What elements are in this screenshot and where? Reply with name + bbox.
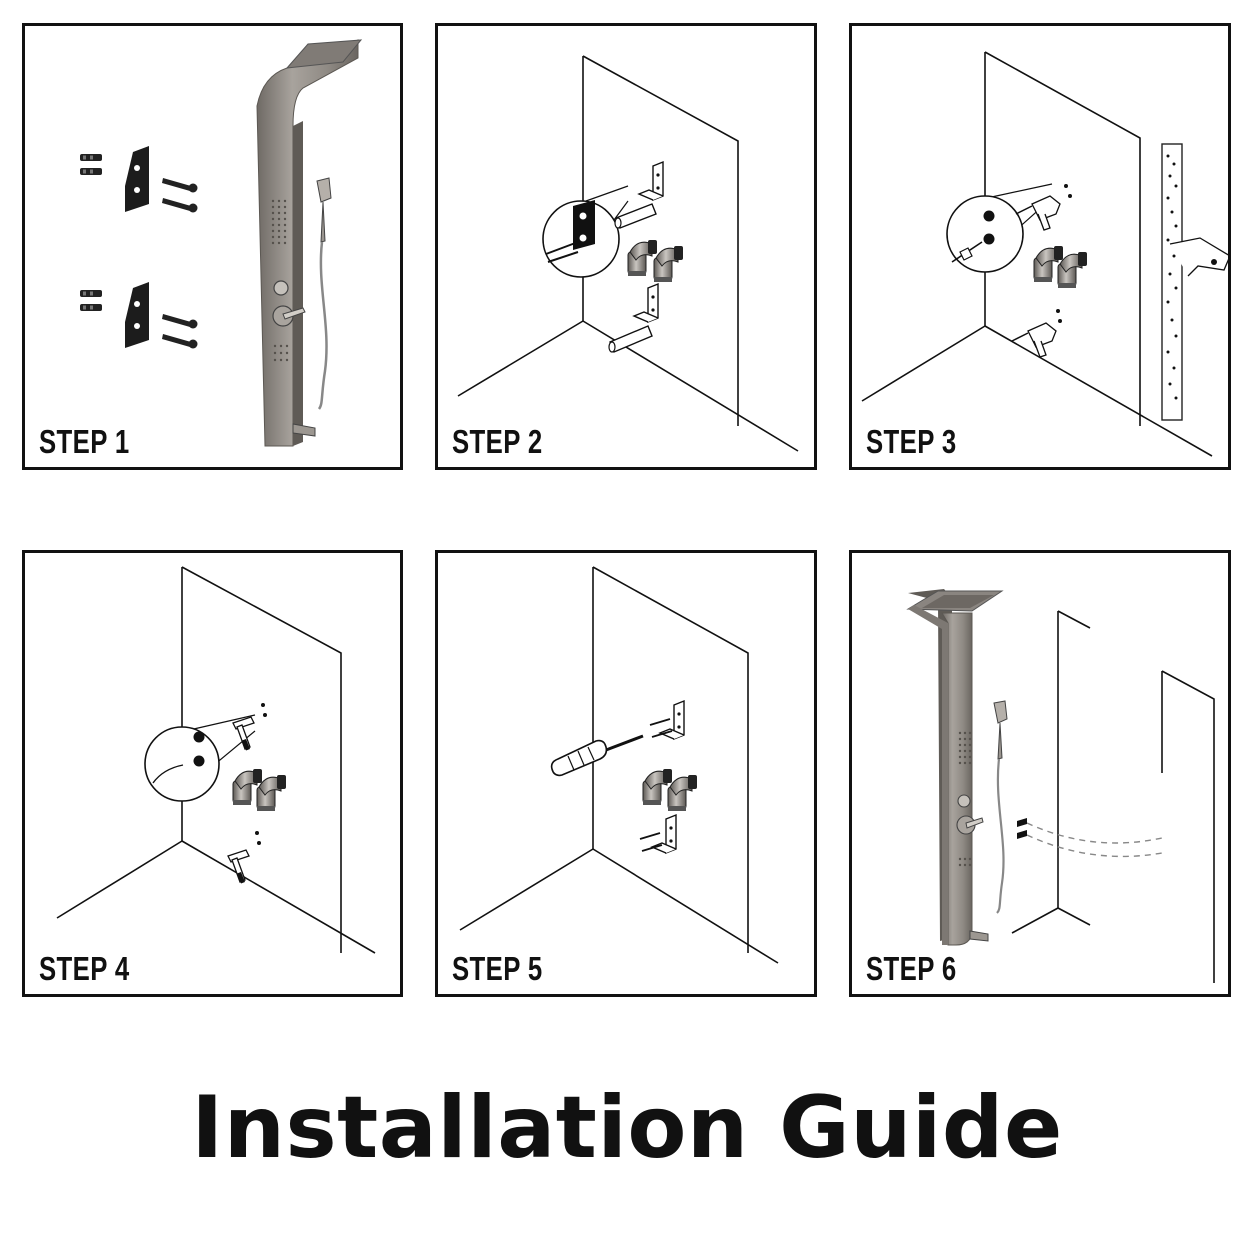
magnifier-detail [144, 714, 256, 802]
elbow-fitting-icon [653, 245, 684, 283]
anchor-bolts-icon [80, 154, 102, 175]
wall-bracket-icon [633, 283, 659, 323]
wall-bracket-icon [638, 161, 664, 201]
elbow-fitting-icon [667, 774, 698, 812]
step-5-panel: STEP 5 [435, 550, 817, 997]
step-4-panel: STEP 4 [22, 550, 403, 997]
mounting-plate-icon [125, 282, 149, 348]
shower-panel-icon [907, 589, 1008, 946]
step-2-illustration [457, 55, 799, 452]
screwdriver-icon [550, 734, 644, 777]
step-6-panel: STEP 6 [849, 550, 1231, 997]
screws-icon [162, 314, 198, 349]
anchor-pipe-icon [614, 203, 657, 229]
step-4-illustration [56, 566, 376, 954]
wall-outline [56, 566, 376, 954]
shower-panel-icon [256, 39, 363, 447]
wall-outline [459, 566, 779, 964]
anchor-bolts-icon [80, 290, 102, 311]
step-3-label: STEP 3 [866, 423, 957, 460]
step-1-illustration [80, 39, 363, 447]
water-inlet-lines [1026, 822, 1163, 858]
magnifier-detail [542, 185, 629, 278]
step-2-panel: STEP 2 [435, 23, 817, 470]
wall-outline [1011, 610, 1215, 983]
screws-icon [639, 832, 663, 852]
step-1-panel: STEP 1 [22, 23, 403, 470]
screws-icon [649, 718, 673, 738]
step-5-label: STEP 5 [452, 950, 543, 987]
drill-holes [255, 703, 267, 845]
wall-outline [861, 51, 1213, 457]
anchor-pipe-icon [608, 325, 653, 353]
screws-icon [162, 178, 198, 213]
step-5-illustration [459, 566, 779, 964]
step-3-illustration [861, 51, 1228, 457]
step-4-label: STEP 4 [39, 950, 130, 987]
drill-icon [1011, 322, 1057, 358]
magnifier-detail [946, 183, 1053, 273]
measuring-template-icon [1161, 143, 1228, 421]
inlet-connectors [1017, 818, 1027, 839]
step-2-label: STEP 2 [452, 423, 543, 460]
drill-holes [1056, 184, 1072, 323]
mounting-plate-icon [125, 146, 149, 212]
step-1-label: STEP 1 [39, 423, 130, 460]
step-3-panel: STEP 3 [849, 23, 1231, 470]
guide-title: Installation Guide [191, 1078, 1063, 1178]
step-6-illustration [907, 589, 1215, 983]
elbow-fitting-icon [627, 239, 658, 277]
step-6-label: STEP 6 [866, 950, 957, 987]
